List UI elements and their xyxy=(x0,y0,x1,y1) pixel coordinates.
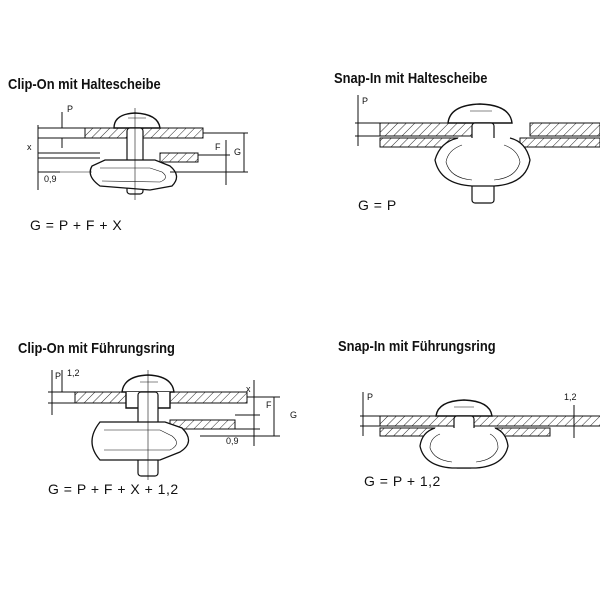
formula: G = P xyxy=(358,197,397,213)
fastener-head xyxy=(447,103,513,124)
label-p: P xyxy=(67,104,73,114)
label-p: P xyxy=(362,96,368,106)
label-g: G xyxy=(290,410,297,420)
label-p: P xyxy=(55,371,61,381)
fastener-diagram: P 1,2 xyxy=(360,392,600,469)
label-p: P xyxy=(367,392,373,402)
upper-panel xyxy=(379,415,600,427)
fastener-diagram: P 1,2 x F G 0,9 xyxy=(48,368,297,480)
retaining-clip xyxy=(91,421,190,461)
panel-snap-in-haltescheibe: Snap-In mit Haltescheibe P G = P xyxy=(300,0,600,300)
formula: G = P + 1,2 xyxy=(364,473,441,489)
formula: G = P + F + X + 1,2 xyxy=(48,481,179,497)
lower-panel xyxy=(159,152,199,163)
label-x: x xyxy=(246,384,251,394)
upper-panel xyxy=(379,122,479,137)
snap-clip xyxy=(419,427,509,469)
upper-panel xyxy=(84,127,204,139)
panel-clip-on-haltescheibe: Clip-On mit Haltescheibe P x xyxy=(0,0,300,300)
label-f: F xyxy=(215,142,221,152)
label-0-9: 0,9 xyxy=(226,436,239,446)
snap-clip xyxy=(434,137,531,187)
fastener-diagram: P xyxy=(355,95,600,204)
panel-title: Clip-On mit Führungsring xyxy=(18,340,175,357)
panel-snap-in-fuehrungsring: Snap-In mit Führungsring P 1,2 G = P + 1… xyxy=(300,300,600,600)
retaining-clip xyxy=(89,159,178,191)
label-f: F xyxy=(266,400,272,410)
panel-title: Snap-In mit Führungsring xyxy=(338,338,496,355)
fastener-head xyxy=(435,399,493,417)
label-x: x xyxy=(27,142,32,152)
fastener-diagram: P x F G 0,9 xyxy=(27,104,248,200)
panel-title: Snap-In mit Haltescheibe xyxy=(334,70,488,87)
formula: G = P + F + X xyxy=(30,217,123,233)
label-g: G xyxy=(234,147,241,157)
fastener-head xyxy=(113,112,161,129)
label-1-2: 1,2 xyxy=(564,392,577,402)
panel-clip-on-fuehrungsring: Clip-On mit Führungsring P 1,2 x F G xyxy=(0,300,300,600)
label-1-2: 1,2 xyxy=(67,368,80,378)
label-0-9: 0,9 xyxy=(44,174,57,184)
panel-title: Clip-On mit Haltescheibe xyxy=(8,76,161,93)
